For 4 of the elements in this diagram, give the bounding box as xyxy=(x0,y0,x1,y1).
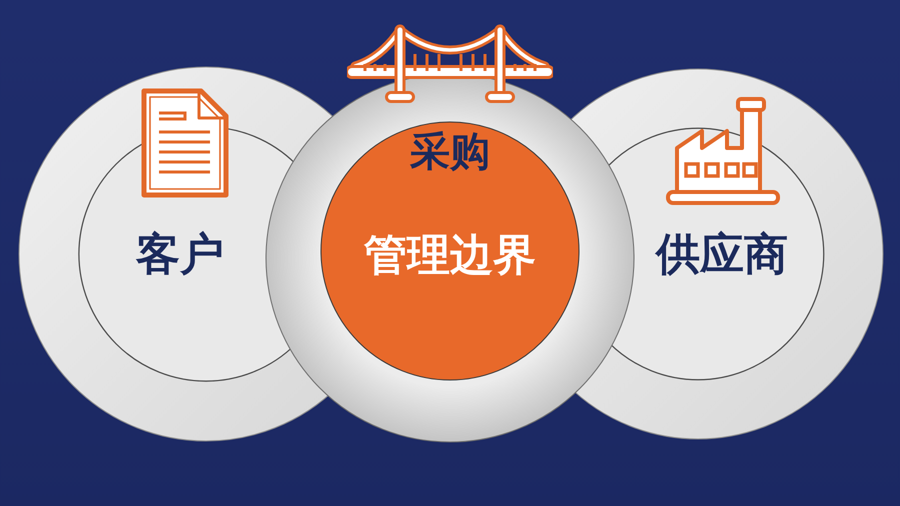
circle-heading: 采购 xyxy=(410,132,490,172)
center-label: 管理边界 xyxy=(364,234,536,278)
ring-label: 供应商 xyxy=(656,233,788,277)
ring-label: 客户 xyxy=(136,233,224,277)
